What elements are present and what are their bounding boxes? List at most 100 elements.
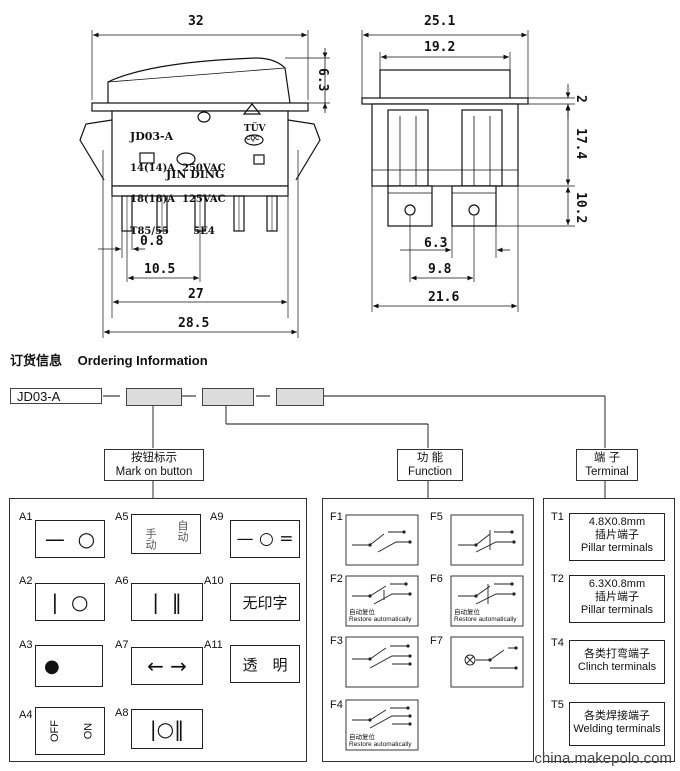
- t2-en: Pillar terminals: [580, 604, 654, 616]
- mark-a1-button: — ○: [35, 520, 105, 558]
- f2-restore-caption: 自动复位 Restore automatically: [349, 609, 412, 623]
- mark-a10-button: 无印字: [230, 583, 300, 621]
- mark-a2-label: A2: [19, 575, 33, 587]
- t1-cn: 插片端子: [595, 529, 639, 541]
- dim-width-19-2: 19.2: [424, 40, 456, 55]
- function-f7-label: F7: [430, 635, 443, 647]
- mark-a3-label: A3: [19, 639, 33, 651]
- mark-a8-button: |○‖: [131, 709, 203, 749]
- mark-a9-button: — ○ =: [230, 520, 300, 558]
- manual-text: 手动: [144, 528, 156, 550]
- ordering-title-cn: 订货信息: [10, 353, 63, 368]
- terminal-t2-label: T2: [551, 573, 564, 585]
- mark-a8-label: A8: [115, 707, 129, 719]
- mark-a3-button: ●: [35, 645, 103, 687]
- f2-restore-cn: 自动复位: [349, 609, 375, 616]
- terminal-t5-label: T5: [551, 699, 564, 711]
- mark-a2-button: | ○: [35, 583, 105, 621]
- bar-double-bar-symbol: | ‖: [152, 590, 182, 614]
- line-circle-symbol: — ○: [44, 527, 96, 551]
- mark-a11-label: A11: [204, 639, 223, 651]
- dim-width-32: 32: [188, 14, 204, 29]
- label-line-1: 14(14)A 250VAC: [130, 162, 226, 174]
- t1-size: 4.8X0.8mm: [588, 516, 646, 528]
- f4-restore-en: Restore automatically: [349, 741, 412, 748]
- label-model: JD03-A: [130, 130, 174, 143]
- dim-pin-6-3: 6.3: [424, 236, 448, 251]
- cqc-mark: CQC: [246, 136, 260, 142]
- terminal-category: 端 子 Terminal: [576, 449, 638, 481]
- function-category-en: Function: [407, 466, 453, 478]
- mark-a9-label: A9: [210, 511, 224, 523]
- brand-label: JIN DING: [166, 168, 225, 181]
- tuv-mark: TÜV: [244, 124, 266, 134]
- mark-a6-button: | ‖: [131, 583, 203, 621]
- mark-a5-label: A5: [115, 511, 129, 523]
- t4-en: Clinch terminals: [577, 661, 657, 673]
- f4-restore-cn: 自动复位: [349, 734, 375, 741]
- t5-cn: 各类焊接端子: [584, 710, 650, 722]
- mark-a7-button: ← →: [131, 647, 203, 685]
- function-f4-label: F4: [330, 699, 343, 711]
- mark-a4-button: OFF ON: [35, 707, 105, 755]
- t4-cn: 各类打弯端子: [584, 648, 650, 660]
- transparent-text: 透 明: [242, 655, 288, 674]
- t2-cn: 插片端子: [595, 591, 639, 603]
- watermark: china.makepolo.com: [534, 750, 672, 767]
- label-line-3: T85/55 5E4: [130, 225, 215, 237]
- terminal-t5-box: 各类焊接端子 Welding terminals: [569, 702, 665, 746]
- terminal-t1-label: T1: [551, 511, 564, 523]
- mark-a11-button: 透 明: [230, 645, 300, 683]
- function-f3-label: F3: [330, 635, 343, 647]
- left-right-arrows-icon: ← →: [147, 654, 187, 678]
- f6-restore-en: Restore automatically: [454, 616, 517, 623]
- terminal-category-cn: 端 子: [593, 452, 621, 464]
- ordering-heading: 订货信息 Ordering Information: [10, 350, 208, 369]
- no-print-text: 无印字: [242, 593, 288, 612]
- mark-code-slot[interactable]: [126, 388, 182, 406]
- dim-width-25-1: 25.1: [424, 14, 456, 29]
- function-category: 功 能 Function: [397, 449, 463, 481]
- dim-pin-0-8: 0.8: [140, 234, 164, 249]
- terminal-code-slot[interactable]: [276, 388, 324, 406]
- function-category-cn: 功 能: [416, 452, 444, 464]
- bar-circle-symbol: | ○: [51, 590, 89, 614]
- auto-text: 自动: [176, 520, 188, 542]
- dim-width-28-5: 28.5: [178, 316, 210, 331]
- label-line-2: 18(18)A 125VAC: [130, 194, 226, 205]
- terminal-t4-label: T4: [551, 637, 564, 649]
- f6-restore-cn: 自动复位: [454, 609, 480, 616]
- t5-en: Welding terminals: [573, 723, 661, 735]
- dim-pitch-10-5: 10.5: [144, 262, 176, 277]
- mark-a10-label: A10: [204, 575, 224, 587]
- terminal-t2-box: 6.3X0.8mm 插片端子 Pillar terminals: [569, 575, 665, 623]
- function-code-slot[interactable]: [202, 388, 254, 406]
- dim-width-21-6: 21.6: [428, 290, 460, 305]
- t1-en: Pillar terminals: [580, 542, 654, 554]
- dim-width-27: 27: [188, 287, 204, 302]
- ordering-title-en: Ordering Information: [77, 353, 208, 368]
- mark-category: 按钮标示 Mark on button: [104, 449, 204, 481]
- terminal-category-en: Terminal: [585, 466, 629, 478]
- t2-size: 6.3X0.8mm: [588, 578, 646, 590]
- model-code-box: JD03-A: [10, 388, 102, 404]
- mark-a6-label: A6: [115, 575, 129, 587]
- f4-restore-caption: 自动复位 Restore automatically: [349, 734, 412, 748]
- function-f5-label: F5: [430, 511, 443, 523]
- mark-a1-label: A1: [19, 511, 33, 523]
- bar-circle-double-bar-symbol: |○‖: [149, 717, 185, 741]
- dot-symbol: ●: [44, 655, 60, 677]
- mark-a7-label: A7: [115, 639, 129, 651]
- mark-category-cn: 按钮标示: [131, 452, 177, 464]
- f2-restore-en: Restore automatically: [349, 616, 412, 623]
- mark-a4-label: A4: [19, 709, 33, 721]
- terminal-t1-box: 4.8X0.8mm 插片端子 Pillar terminals: [569, 513, 665, 561]
- mark-category-en: Mark on button: [115, 466, 193, 478]
- function-f6-label: F6: [430, 573, 443, 585]
- mark-a5-button: 手动 自动: [131, 514, 201, 554]
- function-f2-label: F2: [330, 573, 343, 585]
- f6-restore-caption: 自动复位 Restore automatically: [454, 609, 517, 623]
- terminal-t4-box: 各类打弯端子 Clinch terminals: [569, 640, 665, 684]
